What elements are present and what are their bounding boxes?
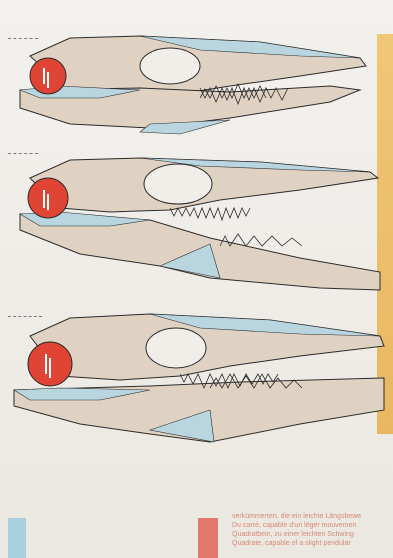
- caption-block: verkümmerten, die ein leichte Längsbewe …: [232, 512, 393, 548]
- legend-swatch-red: [198, 518, 218, 558]
- caption-line-3: Quadratbein, zu einer leichten Schwing: [232, 530, 393, 539]
- caption-line-1: verkümmerten, die ein leichte Längsbewe: [232, 512, 393, 521]
- skull-illustration-3: [0, 306, 393, 466]
- caption-line-2: Du carré, capable d'un léger mouvemen: [232, 521, 393, 530]
- legend-swatch-blue: [8, 518, 26, 558]
- caption-line-4: Quadrate, capable of a slight pendular: [232, 539, 393, 548]
- faint-legend-text: [38, 518, 178, 542]
- skull-illustration-2: [0, 148, 393, 298]
